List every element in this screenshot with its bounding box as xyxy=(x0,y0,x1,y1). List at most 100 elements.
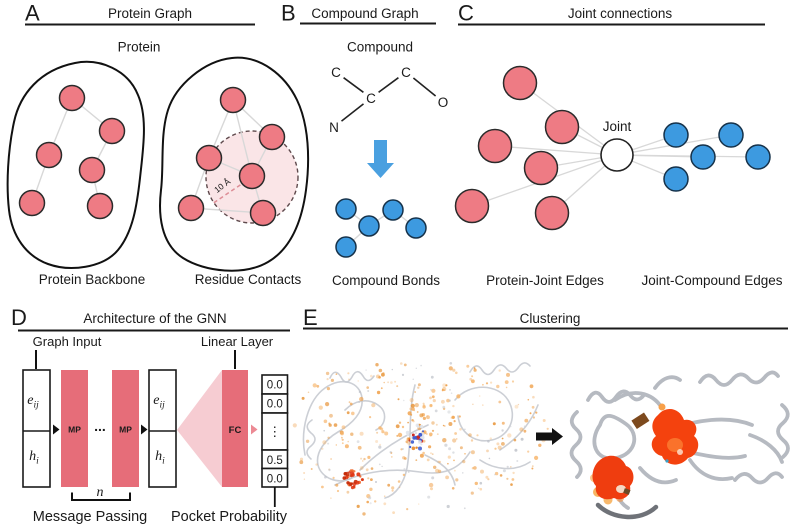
probability-dot xyxy=(323,429,326,432)
probability-dot xyxy=(505,386,508,389)
graph-node xyxy=(177,194,205,222)
probability-dot xyxy=(434,409,438,413)
probability-dot xyxy=(542,419,546,422)
probability-dot xyxy=(422,416,426,420)
probability-dot xyxy=(409,398,414,403)
protein-ribbon xyxy=(424,454,456,486)
pocket-brown-speck xyxy=(623,488,631,495)
probability-dot xyxy=(422,402,425,405)
probability-dot xyxy=(426,415,430,420)
fc-box xyxy=(222,370,248,487)
probability-dot xyxy=(448,366,453,371)
probability-dot xyxy=(409,407,413,411)
probability-dot xyxy=(485,475,489,479)
probability-dot xyxy=(347,372,350,375)
probability-dot xyxy=(494,447,497,450)
probability-dot xyxy=(454,432,457,435)
mp-label-1: MP xyxy=(68,425,81,435)
probability-dot xyxy=(487,478,490,481)
probability-dot xyxy=(401,373,405,376)
graph-node xyxy=(335,198,357,220)
probability-dot xyxy=(292,423,297,428)
pocket-blue-speck xyxy=(665,459,669,463)
probability-dot xyxy=(359,466,364,470)
panel-b-subtitle: Compound xyxy=(347,40,413,55)
probability-dot xyxy=(411,419,414,422)
probability-dot xyxy=(430,452,432,455)
probability-dot xyxy=(411,433,415,437)
probability-dot xyxy=(382,372,385,375)
panel-a: A Protein Graph Protein 10 Å Protein Bac… xyxy=(6,1,310,287)
probability-dot xyxy=(348,401,351,403)
probability-dot xyxy=(415,459,418,461)
protein-ribbon xyxy=(479,459,531,470)
probability-dot xyxy=(371,403,376,408)
probability-dot xyxy=(327,442,330,445)
input-box-1 xyxy=(22,369,51,488)
probability-dot xyxy=(329,413,333,418)
probability-dot xyxy=(471,467,475,470)
probability-dot xyxy=(454,469,456,472)
probability-dot xyxy=(406,433,410,437)
probability-dot xyxy=(504,380,509,384)
probability-dot xyxy=(471,375,474,378)
graph-node xyxy=(195,144,223,172)
probability-dot xyxy=(487,440,490,443)
probability-dot xyxy=(365,369,367,371)
panel-c-title: Joint connections xyxy=(568,6,673,21)
graph-node xyxy=(58,84,86,112)
probability-dot xyxy=(444,425,446,427)
probability-dot xyxy=(359,396,364,402)
probability-dot xyxy=(403,363,407,367)
probability-dot xyxy=(451,415,455,419)
probability-dot xyxy=(332,476,335,479)
probability-dot xyxy=(352,485,356,488)
probability-dot xyxy=(498,400,502,404)
probability-dot xyxy=(448,422,453,426)
hi-label-1: hi xyxy=(29,449,39,467)
probability-dot xyxy=(429,404,433,408)
probability-dot xyxy=(376,431,379,434)
probability-dot xyxy=(426,458,430,462)
probability-dot xyxy=(408,437,411,440)
probability-dot xyxy=(315,463,318,466)
probability-dot xyxy=(501,429,504,432)
probability-dot xyxy=(378,445,382,449)
probability-dot xyxy=(305,439,310,443)
probability-dot xyxy=(448,447,452,451)
probability-dot xyxy=(346,481,350,485)
probability-dot xyxy=(347,440,350,443)
probability-dot xyxy=(450,392,453,395)
probability-dot xyxy=(344,444,349,449)
probability-dot xyxy=(514,404,519,409)
joint-circle xyxy=(600,138,634,172)
probability-dot xyxy=(529,384,534,389)
protein-ribbon xyxy=(569,410,583,479)
probability-dot xyxy=(303,472,306,474)
probability-dot xyxy=(464,453,466,455)
probability-dot xyxy=(524,418,529,423)
probability-dot xyxy=(414,432,417,435)
protein-ribbon xyxy=(748,433,784,464)
panel-c: C Joint connections Joint Protein-Joint … xyxy=(454,1,783,288)
probability-dot xyxy=(441,388,444,391)
output-value: 0.0 xyxy=(267,473,283,485)
probability-dot xyxy=(531,467,534,470)
probability-dot xyxy=(363,457,366,461)
probability-dot xyxy=(422,430,424,433)
probability-dot xyxy=(452,368,456,372)
probability-dot xyxy=(341,425,346,430)
probability-dot xyxy=(349,469,353,472)
probability-dot xyxy=(496,442,500,446)
probability-dot xyxy=(362,512,366,516)
arrow-right-icon xyxy=(141,424,148,435)
probability-dot xyxy=(348,378,350,381)
protein-ribbon xyxy=(592,413,637,461)
probability-dot xyxy=(446,398,450,403)
probability-dot xyxy=(356,472,361,477)
label-protein-joint-edges: Protein-Joint Edges xyxy=(486,273,604,288)
probability-dot xyxy=(463,507,466,510)
probability-dot xyxy=(375,440,379,443)
